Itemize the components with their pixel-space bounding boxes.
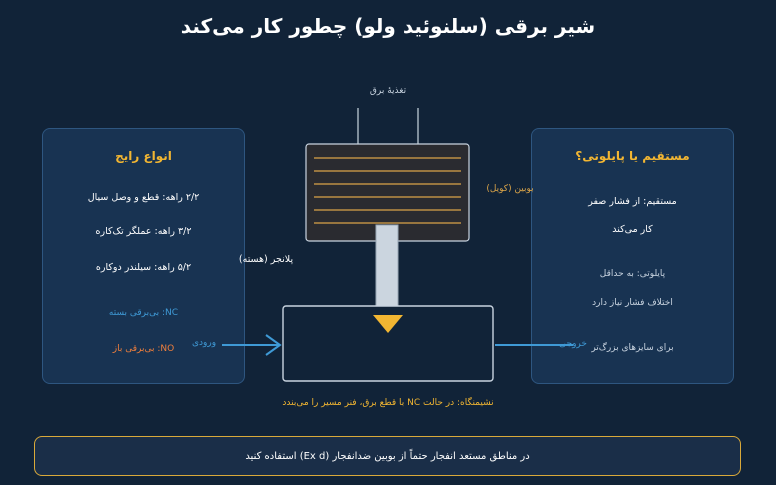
power-label: تغذیهٔ برق [369, 86, 407, 96]
triangle-down-icon [373, 315, 403, 333]
common-types-panel [42, 128, 245, 384]
direct-line-2: کار می‌کند [612, 224, 653, 235]
no-label: NO: بی‌برقی باز [112, 344, 175, 354]
coil-windings [314, 157, 461, 224]
common-types-title: انواع رایج [115, 149, 172, 163]
type-2-2: ۲/۲ راهه: قطع و وصل سیال [87, 192, 200, 203]
pilot-line-3: برای سایزهای بزرگ‌تر [591, 343, 674, 353]
valve-body [282, 305, 494, 382]
type-5-2: ۵/۲ راهه: سیلندر دوکاره [95, 262, 192, 273]
page-title: شیر برقی (سلنوئید ولو) چطور کار می‌کند [180, 14, 596, 38]
direct-or-pilot-panel [531, 128, 734, 384]
outlet-label: خروجی [559, 339, 587, 349]
pilot-line-2: اختلاف فشار نیاز دارد [592, 298, 673, 308]
nc-label: NC: بی‌برقی بسته [108, 308, 179, 318]
inlet-label: ورودی [191, 338, 217, 348]
direct-line-1: مستقیم: از فشار صفر [588, 196, 677, 207]
warning-banner: در مناطق مستعد انفجار حتماً از بوبین ضدا… [34, 436, 741, 476]
plunger [375, 224, 399, 309]
direct-or-pilot-title: مستقیم یا پایلوتی؟ [575, 149, 690, 163]
plunger-label: پلانجر (هسته) [238, 254, 294, 265]
pilot-line-1: پایلوتی: به حداقل [599, 269, 666, 279]
type-3-2: ۳/۲ راهه: عملگر تک‌کاره [95, 226, 192, 237]
arrow-right-icon [265, 334, 282, 356]
warning-text: در مناطق مستعد انفجار حتماً از بوبین ضدا… [245, 450, 530, 462]
coil-label: بوبین (کویل) [486, 184, 534, 194]
seat-note: نشیمنگاه: در حالت NC با قطع برق، فنر مسی… [282, 398, 494, 408]
